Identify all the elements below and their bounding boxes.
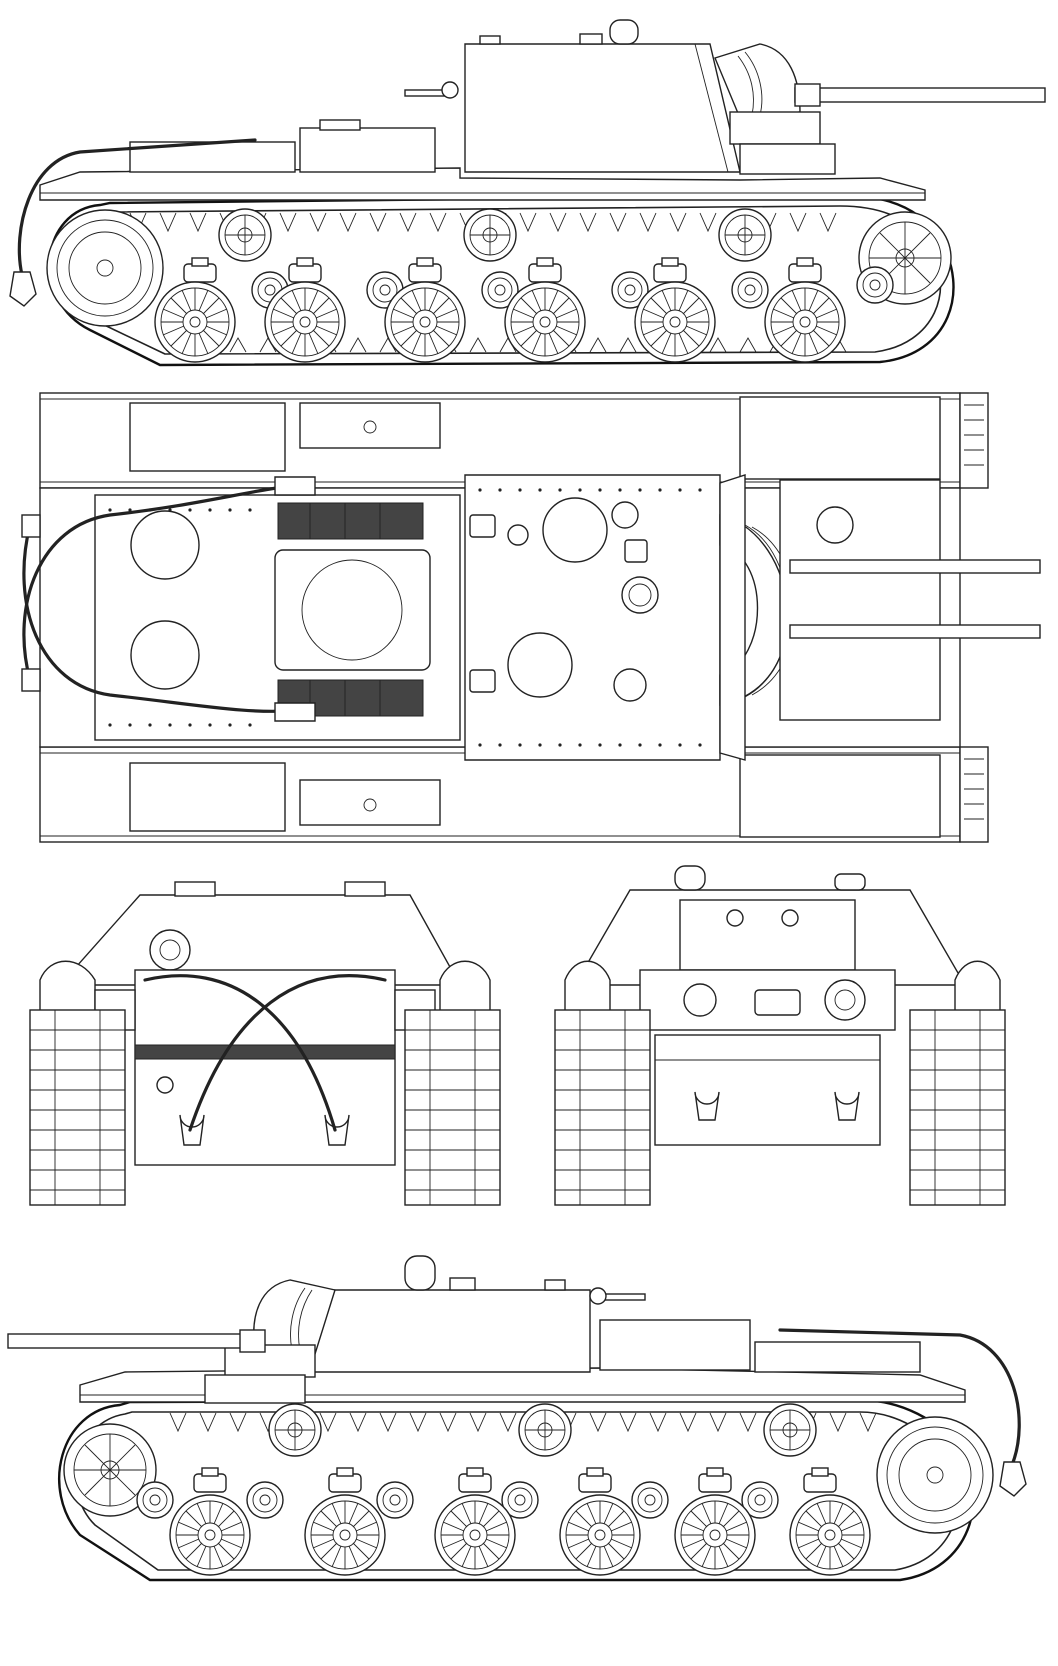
right-side-view bbox=[0, 1250, 1058, 1666]
drive-sprocket-right bbox=[876, 1416, 994, 1534]
front-view bbox=[0, 860, 501, 1210]
idler-wheel-right bbox=[63, 1423, 157, 1517]
left-side-view bbox=[0, 0, 1058, 380]
drive-sprocket bbox=[46, 209, 164, 327]
top-view bbox=[0, 385, 1058, 855]
rear-view bbox=[554, 860, 1055, 1210]
